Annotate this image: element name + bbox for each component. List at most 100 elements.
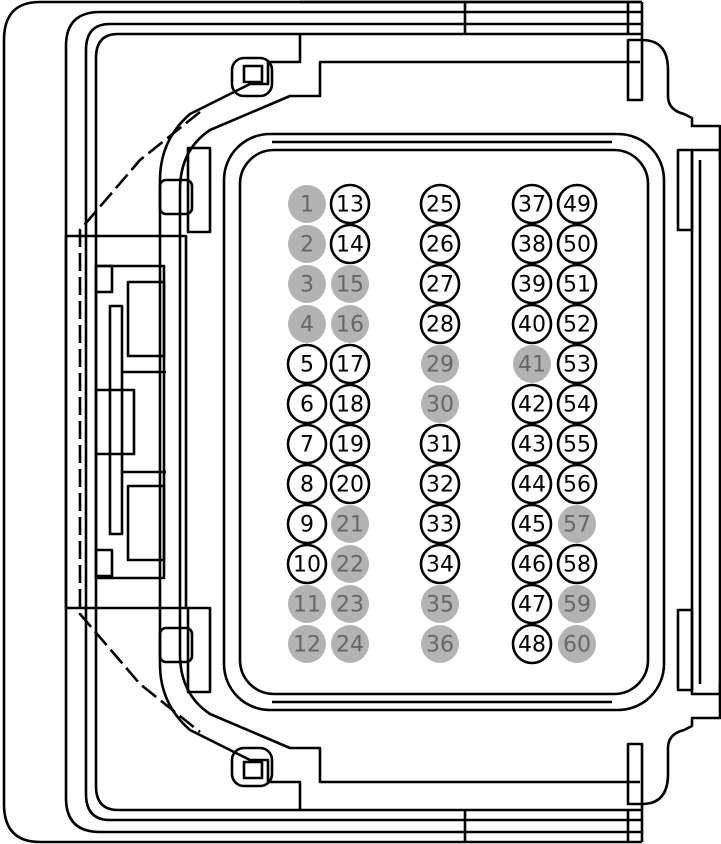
pin-circle-unused xyxy=(331,505,369,543)
pin-circle-used xyxy=(286,503,328,545)
pin-25: 25 xyxy=(419,183,461,225)
pin-39: 39 xyxy=(511,263,553,305)
pin-circle-used xyxy=(329,423,371,465)
pin-circle-used xyxy=(329,463,371,505)
pin-circle-used xyxy=(511,623,553,665)
pin-number-label: 44 xyxy=(518,473,546,498)
pin-circle-used xyxy=(511,223,553,265)
pin-circle-used xyxy=(556,463,598,505)
pin-8: 8 xyxy=(286,463,328,505)
pin-circle-used xyxy=(511,183,553,225)
pin-20: 20 xyxy=(329,463,371,505)
latch-tab-top-inner xyxy=(242,64,264,84)
pin-number-label: 46 xyxy=(518,553,546,578)
pin-number-label: 47 xyxy=(518,593,546,618)
housing-right-latch-bottom xyxy=(676,608,694,692)
pin-number-label: 41 xyxy=(518,353,546,378)
pin-1: 1 xyxy=(288,185,326,223)
pin-6: 6 xyxy=(286,383,328,425)
pin-circle-used xyxy=(419,263,461,305)
pin-23: 23 xyxy=(331,585,369,623)
guide-block-bottom-2 xyxy=(186,606,212,694)
pin-circle-unused xyxy=(331,265,369,303)
pin-circle-used xyxy=(419,303,461,345)
pin-number-label: 9 xyxy=(300,513,314,538)
pin-circle-used xyxy=(286,463,328,505)
pin-number-label: 59 xyxy=(563,593,591,618)
latch-tab-bottom-inner xyxy=(242,760,264,780)
housing-right-step xyxy=(640,34,721,160)
pin-43: 43 xyxy=(511,423,553,465)
pin-22: 22 xyxy=(331,545,369,583)
pin-44: 44 xyxy=(511,463,553,505)
pin-circle-used xyxy=(511,303,553,345)
pin-32: 32 xyxy=(419,463,461,505)
guide-block-top-2 xyxy=(186,146,212,234)
pin-circle-used xyxy=(556,223,598,265)
pin-27: 27 xyxy=(419,263,461,305)
pin-35: 35 xyxy=(421,585,459,623)
pin-circle-used xyxy=(511,383,553,425)
pin-circle-used xyxy=(286,343,328,385)
pin-56: 56 xyxy=(556,463,598,505)
pin-circle-used xyxy=(329,343,371,385)
pin-circle-unused xyxy=(288,305,326,343)
pin-number-label: 54 xyxy=(563,393,591,418)
pin-number-label: 28 xyxy=(426,313,454,338)
pin-number-label: 43 xyxy=(518,433,546,458)
pin-circle-unused xyxy=(421,625,459,663)
pin-number-label: 48 xyxy=(518,633,546,658)
pin-number-label: 12 xyxy=(293,633,321,658)
pin-circle-unused xyxy=(288,265,326,303)
pin-29: 29 xyxy=(421,345,459,383)
pin-number-label: 22 xyxy=(336,553,364,578)
pin-38: 38 xyxy=(511,223,553,265)
pin-number-label: 35 xyxy=(426,593,454,618)
latch-tab-bottom xyxy=(230,746,274,788)
pin-circle-unused xyxy=(513,345,551,383)
pin-12: 12 xyxy=(288,625,326,663)
pin-42: 42 xyxy=(511,383,553,425)
pin-number-label: 56 xyxy=(563,473,591,498)
pin-circle-used xyxy=(556,543,598,585)
pin-number-label: 16 xyxy=(336,313,364,338)
pin-number-label: 30 xyxy=(426,393,454,418)
pin-number-label: 50 xyxy=(563,233,591,258)
pin-number-label: 34 xyxy=(426,553,454,578)
pin-19: 19 xyxy=(329,423,371,465)
pin-circle-used xyxy=(511,543,553,585)
pin-33: 33 xyxy=(419,503,461,545)
pin-circle-used xyxy=(329,383,371,425)
pin-circle-used xyxy=(419,423,461,465)
pin-17: 17 xyxy=(329,343,371,385)
pin-number-label: 40 xyxy=(518,313,546,338)
pin-grid: 1234567891011121314151617181920212223242… xyxy=(286,183,598,665)
pin-number-label: 3 xyxy=(300,273,314,298)
pin-number-label: 33 xyxy=(426,513,454,538)
lock-slider-rail xyxy=(94,264,166,580)
pin-50: 50 xyxy=(556,223,598,265)
pin-11: 11 xyxy=(288,585,326,623)
pin-circle-used xyxy=(419,183,461,225)
pin-46: 46 xyxy=(511,543,553,585)
pin-31: 31 xyxy=(419,423,461,465)
pin-number-label: 49 xyxy=(563,193,591,218)
pin-37: 37 xyxy=(511,183,553,225)
pin-2: 2 xyxy=(288,225,326,263)
pin-number-label: 58 xyxy=(563,553,591,578)
pin-circle-unused xyxy=(288,585,326,623)
pin-circle-used xyxy=(419,543,461,585)
pin-circle-used xyxy=(511,463,553,505)
pin-number-label: 19 xyxy=(336,433,364,458)
pin-circle-used xyxy=(329,183,371,225)
pin-48: 48 xyxy=(511,623,553,665)
latch-frame-dashed xyxy=(78,110,201,734)
pin-number-label: 29 xyxy=(426,353,454,378)
cavity-frame-inner xyxy=(238,148,650,696)
pin-18: 18 xyxy=(329,383,371,425)
pin-number-label: 6 xyxy=(300,393,314,418)
pin-26: 26 xyxy=(419,223,461,265)
pin-number-label: 57 xyxy=(563,513,591,538)
cavity-frame-outer xyxy=(222,132,666,712)
